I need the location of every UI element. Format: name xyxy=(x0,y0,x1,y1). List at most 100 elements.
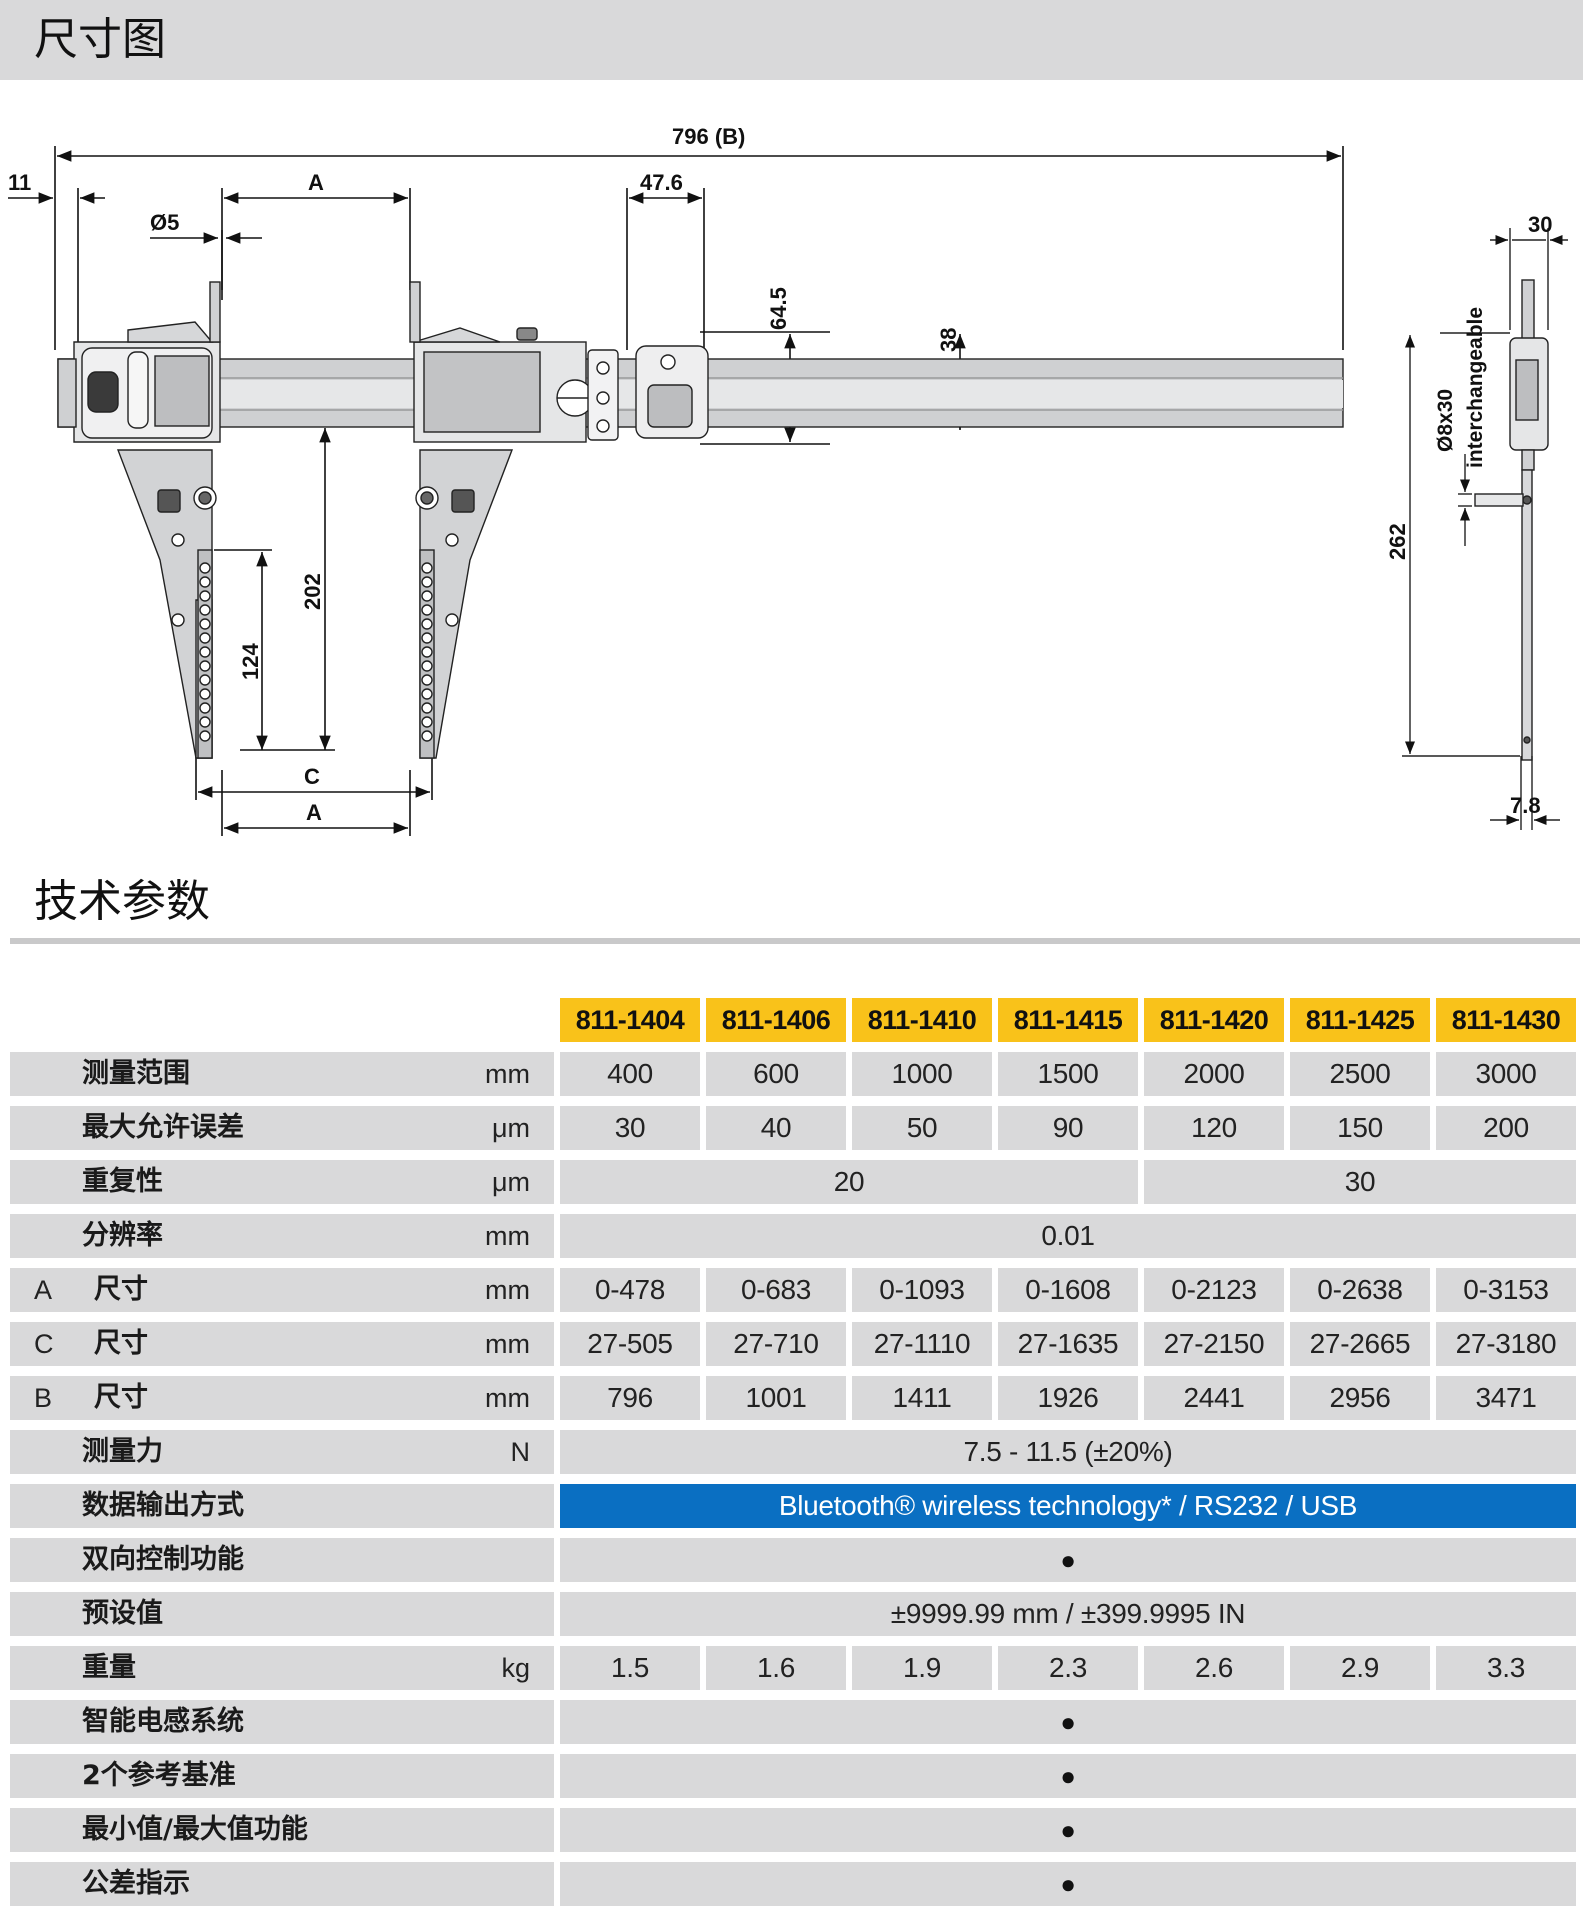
caliper-side-view xyxy=(1402,228,1568,830)
dim-262-label: 262 xyxy=(1385,523,1410,560)
spec-value-cell: 0-3153 xyxy=(1436,1268,1576,1312)
spec-value-cell: 30 xyxy=(1144,1160,1576,1204)
spec-row-unit: mm xyxy=(485,1221,530,1251)
spec-value-cell: 1411 xyxy=(852,1376,992,1420)
spec-value-cell: 0-1093 xyxy=(852,1268,992,1312)
model-header-811-1425: 811-1425 xyxy=(1290,998,1430,1042)
dim-124-label: 124 xyxy=(238,643,263,680)
spec-row: 预设值±9999.99 mm / ±399.9995 IN xyxy=(10,1592,1582,1636)
spec-value-cell: Bluetooth® wireless technology* / RS232 … xyxy=(560,1484,1576,1528)
spec-row-label-cell: 双向控制功能 xyxy=(10,1538,554,1582)
spec-value-cell: 200 xyxy=(1436,1106,1576,1150)
spec-value-cell: 27-710 xyxy=(706,1322,846,1366)
spec-value-cell: 150 xyxy=(1290,1106,1430,1150)
spec-value-cell: 50 xyxy=(852,1106,992,1150)
spec-value-cell: 120 xyxy=(1144,1106,1284,1150)
spec-row-unit: μm xyxy=(491,1167,530,1197)
dim-202-label: 202 xyxy=(300,573,325,610)
spec-row-label-cell: 预设值 xyxy=(10,1592,554,1636)
spec-row-unit: mm xyxy=(485,1275,530,1305)
spec-value-cell: 2956 xyxy=(1290,1376,1430,1420)
spec-row-label: 重量 xyxy=(82,1652,136,1683)
spec-value-cell: 20 xyxy=(560,1160,1138,1204)
spec-row-label-cell: 2个参考基准 xyxy=(10,1754,554,1798)
spec-row: 最小值/最大值功能● xyxy=(10,1808,1582,1852)
spec-value-cell: 30 xyxy=(560,1106,700,1150)
spec-row-label: 最大允许误差 xyxy=(82,1112,244,1143)
spec-value-cell: ● xyxy=(560,1862,1576,1906)
dim-a-top-label: A xyxy=(308,170,324,195)
model-header-811-1404: 811-1404 xyxy=(560,998,700,1042)
spec-value-cell: 27-1635 xyxy=(998,1322,1138,1366)
spec-row-label: 智能电感系统 xyxy=(82,1706,244,1737)
spec-value-cell: 7.5 - 11.5 (±20%) xyxy=(560,1430,1576,1474)
spec-row: 测量力 N 7.5 - 11.5 (±20%) xyxy=(10,1430,1582,1474)
dim-30-label: 30 xyxy=(1528,212,1552,237)
spec-value-cell: 1500 xyxy=(998,1052,1138,1096)
spec-value-cell: ±9999.99 mm / ±399.9995 IN xyxy=(560,1592,1576,1636)
spec-value-cell: 1.6 xyxy=(706,1646,846,1690)
spec-value-cell: 2500 xyxy=(1290,1052,1430,1096)
spec-row-label-cell: 最小值/最大值功能 xyxy=(10,1808,554,1852)
spec-value-cell: 3000 xyxy=(1436,1052,1576,1096)
dim-8x30-label: Ø8x30 xyxy=(1434,389,1457,452)
dim-7-8-label: 7.8 xyxy=(1510,793,1541,818)
spec-value-cell: 1001 xyxy=(706,1376,846,1420)
spec-row-label: 测量力 xyxy=(82,1436,163,1467)
dim-c-label: C xyxy=(304,764,320,789)
caliper-dimension-drawing: 796 (B) 11 A Ø5 47.6 64.5 38 124 202 C A… xyxy=(8,124,1568,836)
dim-64-5-label: 64.5 xyxy=(766,287,791,330)
spec-value-cell: 796 xyxy=(560,1376,700,1420)
model-header-811-1406: 811-1406 xyxy=(706,998,846,1042)
spec-row-unit: mm xyxy=(485,1383,530,1413)
spec-value-cell: 2.3 xyxy=(998,1646,1138,1690)
spec-row-label-cell: 公差指示 xyxy=(10,1862,554,1906)
spec-row-unit: N xyxy=(510,1437,531,1467)
spec-value-cell: 0-2123 xyxy=(1144,1268,1284,1312)
spec-value-cell: 3.3 xyxy=(1436,1646,1576,1690)
spec-row: 双向控制功能● xyxy=(10,1538,1582,1582)
spec-value-cell: 1.9 xyxy=(852,1646,992,1690)
model-header-811-1410: 811-1410 xyxy=(852,998,992,1042)
spec-value-cell: 27-1110 xyxy=(852,1322,992,1366)
spec-value-cell: 600 xyxy=(706,1052,846,1096)
spec-value-cell: 27-2150 xyxy=(1144,1322,1284,1366)
spec-row-unit: mm xyxy=(485,1329,530,1359)
dim-796-label: 796 (B) xyxy=(672,124,745,149)
dim-diameter-label: Ø5 xyxy=(150,210,179,235)
spec-row-label: 尺寸 xyxy=(94,1382,148,1413)
spec-value-cell: 3471 xyxy=(1436,1376,1576,1420)
spec-row-label: 双向控制功能 xyxy=(82,1544,244,1575)
spec-value-cell: 90 xyxy=(998,1106,1138,1150)
spec-value-cell: 0-1608 xyxy=(998,1268,1138,1312)
spec-row-label-cell: 智能电感系统 xyxy=(10,1700,554,1744)
spec-row-label: 分辨率 xyxy=(82,1220,163,1251)
dim-a-bottom-label: A xyxy=(306,800,322,825)
caliper-front-view xyxy=(57,281,1344,759)
model-header-811-1430: 811-1430 xyxy=(1436,998,1576,1042)
dimension-section-header: 尺寸图 xyxy=(0,0,1583,80)
dim-38-label: 38 xyxy=(936,328,961,352)
spec-value-cell: ● xyxy=(560,1754,1576,1798)
spec-section-rule xyxy=(10,938,1580,944)
dimension-section-title: 尺寸图 xyxy=(34,14,166,65)
spec-value-cell: 40 xyxy=(706,1106,846,1150)
spec-row-label: 测量范围 xyxy=(82,1058,190,1089)
spec-value-cell: 2.6 xyxy=(1144,1646,1284,1690)
spec-row-label: 最小值/最大值功能 xyxy=(82,1814,308,1845)
spec-value-cell: 0-478 xyxy=(560,1268,700,1312)
spec-row-label-cell: 数据输出方式 xyxy=(10,1484,554,1528)
